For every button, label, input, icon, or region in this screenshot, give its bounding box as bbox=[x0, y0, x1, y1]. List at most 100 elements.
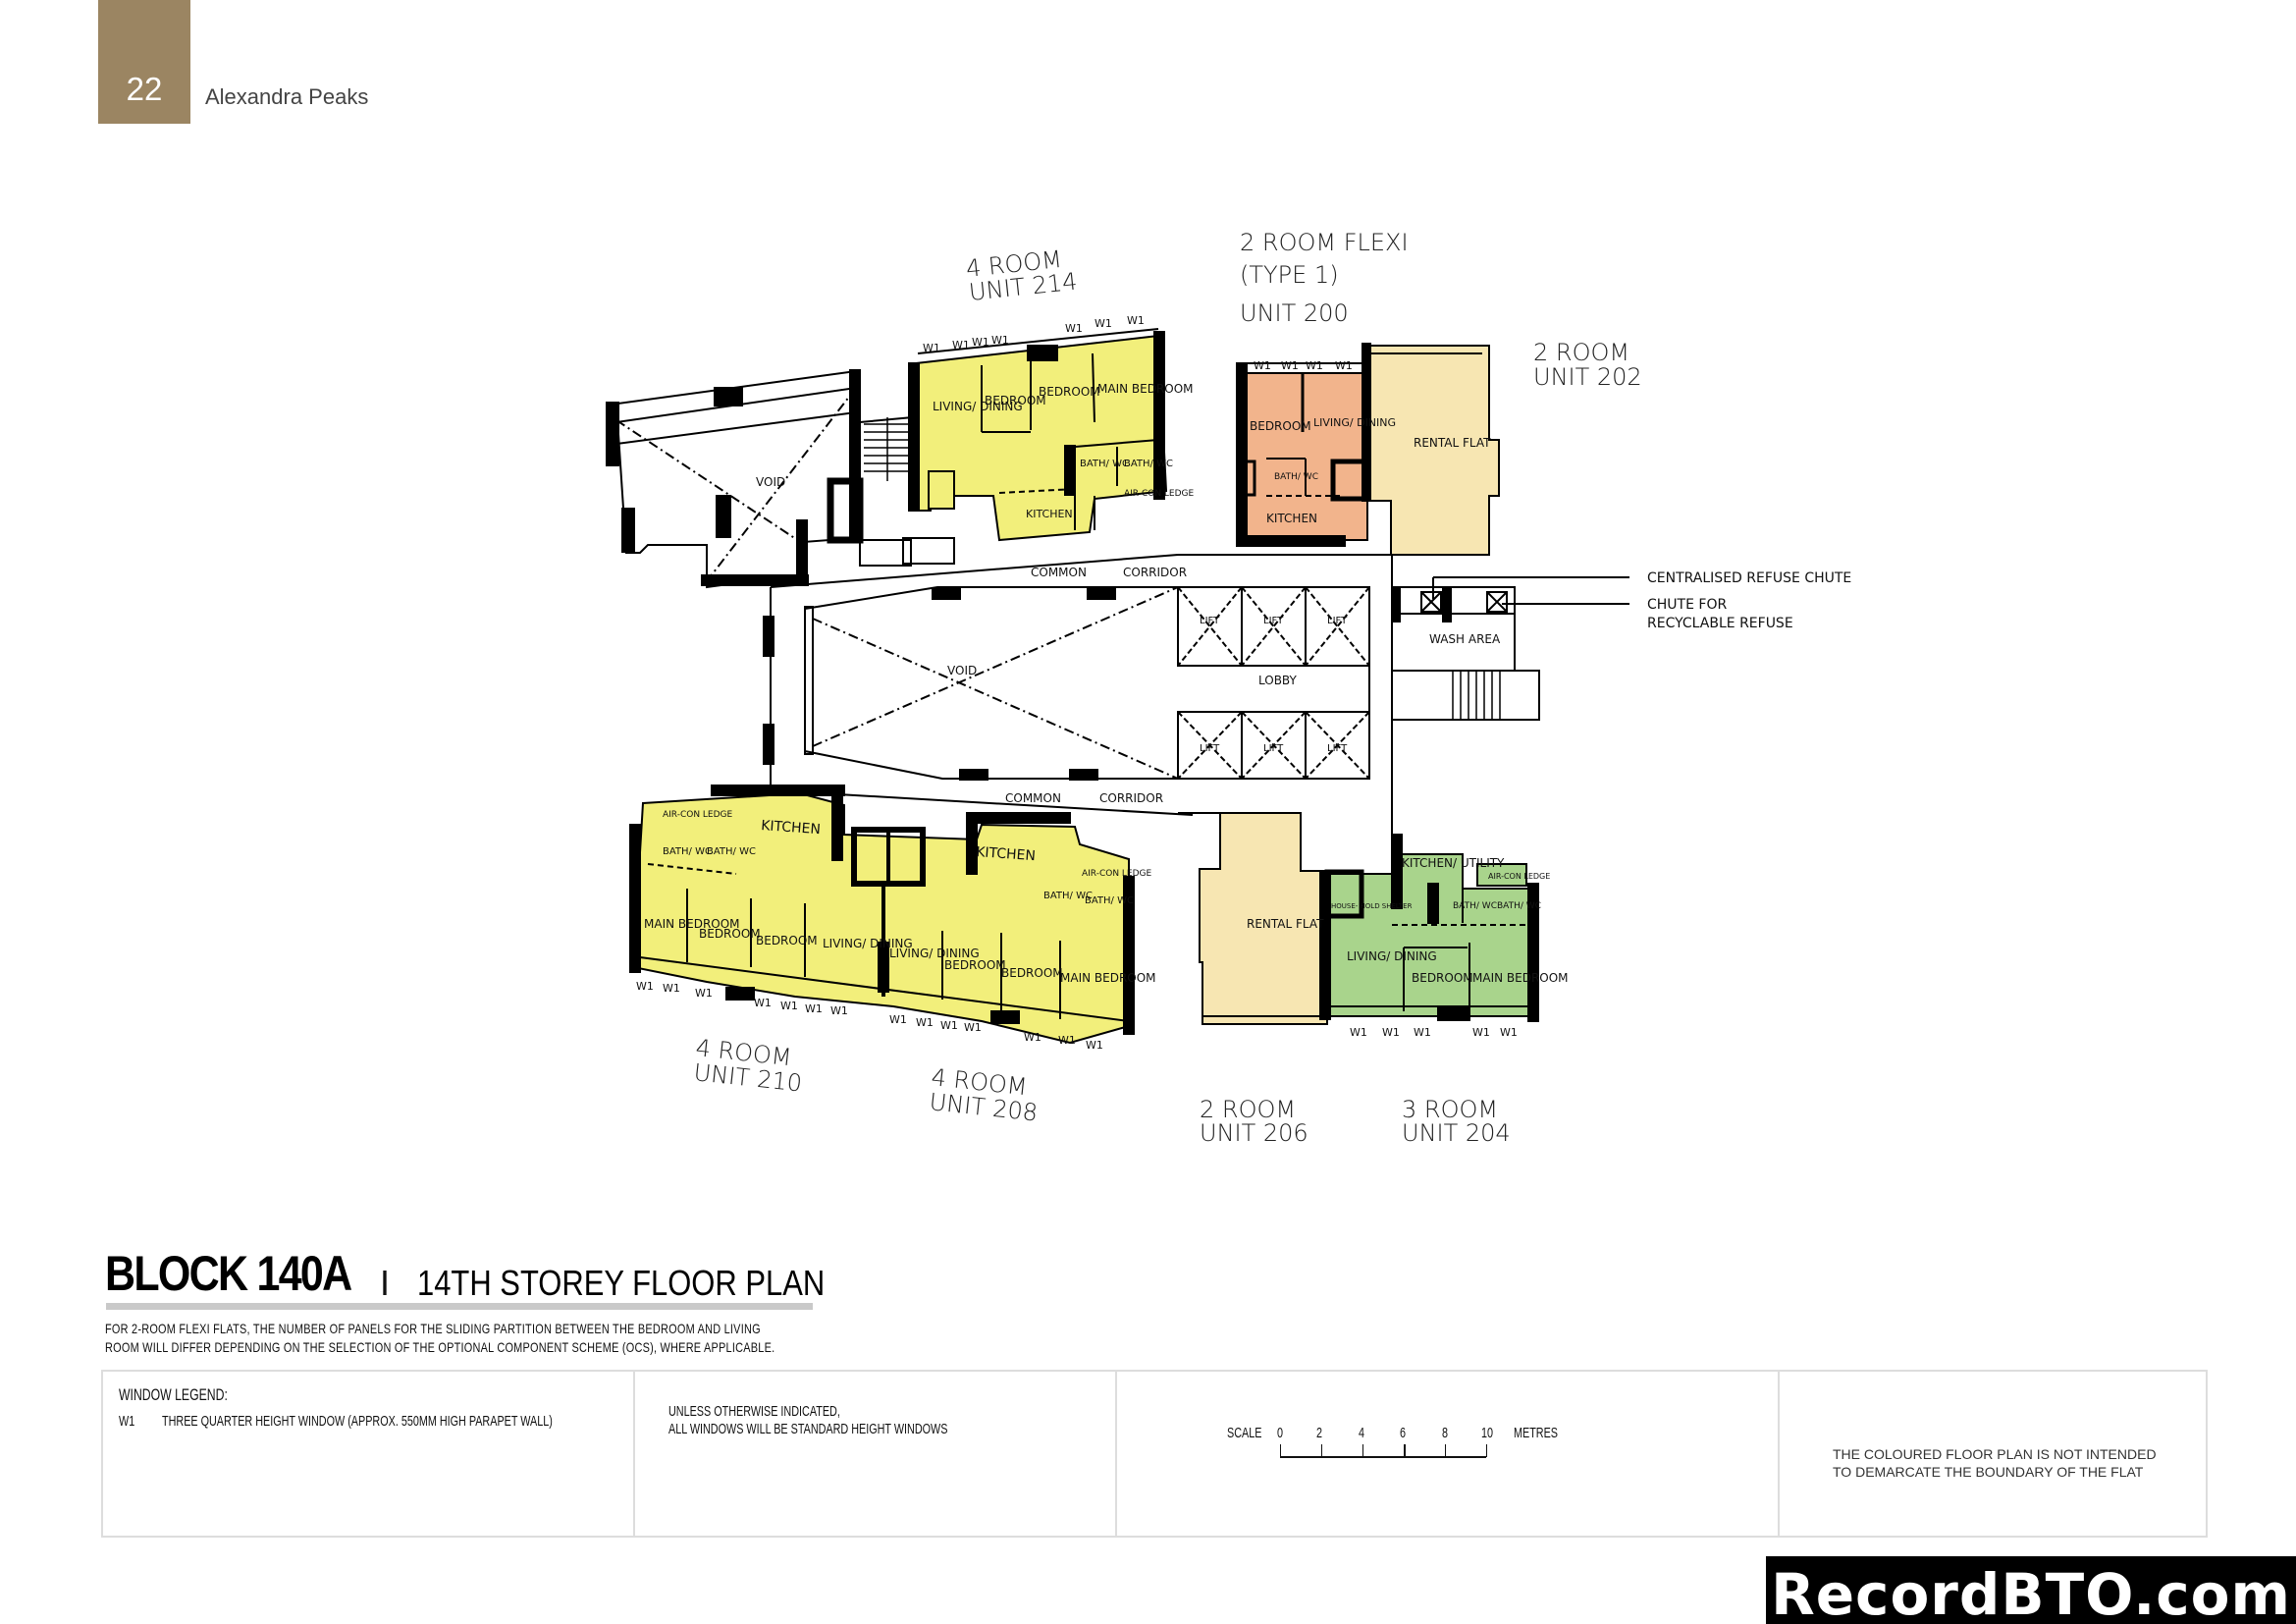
title-block: BLOCK 140A I 14TH STOREY FLOOR PLAN bbox=[105, 1245, 825, 1303]
room-kitchen: KITCHEN bbox=[761, 818, 822, 838]
unit-214-shape bbox=[908, 328, 1168, 542]
lift-label: LIFT bbox=[1263, 616, 1284, 626]
room-kitchen: KITCHEN bbox=[976, 844, 1037, 864]
window-w1-label: W1 bbox=[972, 336, 989, 349]
note-line-2: ROOM WILL DIFFER DEPENDING ON THE SELECT… bbox=[105, 1339, 775, 1355]
room-bath-wc: BATH/ WC bbox=[663, 846, 712, 857]
units-210-208-shape bbox=[629, 785, 1135, 1045]
room-bath-wc: BATH/ WC bbox=[707, 846, 756, 857]
room-main-bedroom: MAIN BEDROOM bbox=[1472, 971, 1569, 985]
window-w1-label: W1 bbox=[1500, 1026, 1518, 1039]
window-w1-label: W1 bbox=[991, 334, 1009, 347]
window-legend-heading: WINDOW LEGEND: bbox=[119, 1385, 228, 1404]
void-label-center: VOID bbox=[947, 664, 977, 677]
rental-flat-206-shape bbox=[1178, 812, 1328, 1025]
room-bath-wc: BATH/ WC bbox=[1274, 472, 1318, 482]
central-core bbox=[763, 554, 1629, 854]
window-w1-label: W1 bbox=[695, 987, 713, 1000]
legend-table: WINDOW LEGEND: W1 THREE QUARTER HEIGHT W… bbox=[101, 1370, 2208, 1538]
unit-200-subtype-label: (TYPE 1) bbox=[1240, 261, 1339, 289]
room-bedroom: BEDROOM bbox=[1412, 971, 1473, 985]
scale-tick-4: 4 bbox=[1359, 1425, 1365, 1441]
recordbto-watermark: RecordBTO.com bbox=[1766, 1556, 2296, 1624]
project-name: Alexandra Peaks bbox=[205, 84, 369, 109]
refuse-chute-callout: CENTRALISED REFUSE CHUTE bbox=[1647, 570, 1851, 586]
room-living-dining: LIVING/ DINING bbox=[933, 400, 1023, 413]
window-w1-label: W1 bbox=[916, 1016, 934, 1029]
disclaimer-line-1: THE COLOURED FLOOR PLAN IS NOT INTENDED bbox=[1833, 1446, 2157, 1462]
room-rental-flat: RENTAL FLAT bbox=[1414, 436, 1491, 450]
wash-area-label: WASH AREA bbox=[1429, 632, 1501, 646]
standard-window-cell: UNLESS OTHERWISE INDICATED, ALL WINDOWS … bbox=[635, 1372, 1117, 1536]
flexi-flat-note: FOR 2-ROOM FLEXI FLATS, THE NUMBER OF PA… bbox=[105, 1320, 774, 1357]
page-number-badge bbox=[98, 0, 190, 124]
window-w1-label: W1 bbox=[1414, 1026, 1431, 1039]
window-w1-label: W1 bbox=[1127, 314, 1145, 327]
room-bedroom: BEDROOM bbox=[699, 927, 761, 941]
unit-206-type-label: 2 ROOM bbox=[1200, 1096, 1296, 1123]
window-w1-label: W1 bbox=[1086, 1039, 1103, 1052]
room-bedroom: BEDROOM bbox=[1001, 966, 1063, 980]
scale-cell: SCALE 0 2 4 6 8 10 METRES bbox=[1117, 1372, 1780, 1536]
title-underline bbox=[106, 1303, 813, 1310]
window-w1-label: W1 bbox=[754, 997, 772, 1009]
window-w1-label: W1 bbox=[889, 1013, 907, 1026]
scale-tick-6: 6 bbox=[1400, 1425, 1407, 1441]
standard-window-line-2: ALL WINDOWS WILL BE STANDARD HEIGHT WIND… bbox=[668, 1421, 948, 1437]
window-w1-label: W1 bbox=[1306, 359, 1323, 372]
window-w1-label: W1 bbox=[780, 1000, 798, 1012]
room-kitchen: KITCHEN bbox=[1266, 512, 1317, 525]
block-title: BLOCK 140A bbox=[105, 1246, 352, 1301]
room-bedroom: BEDROOM bbox=[1039, 385, 1100, 399]
window-w1-label: W1 bbox=[636, 980, 654, 993]
scale-label: SCALE bbox=[1227, 1425, 1262, 1441]
room-main-bedroom: MAIN BEDROOM bbox=[1097, 382, 1194, 396]
unit-204-number-label: UNIT 204 bbox=[1402, 1119, 1511, 1147]
lift-label: LIFT bbox=[1263, 743, 1284, 754]
room-bath-wc: BATH/ WC bbox=[1080, 459, 1129, 469]
scale-tick-2: 2 bbox=[1316, 1425, 1323, 1441]
w1-code: W1 bbox=[119, 1413, 135, 1430]
window-w1-label: W1 bbox=[940, 1019, 958, 1032]
window-w1-label: W1 bbox=[1350, 1026, 1367, 1039]
window-w1-label: W1 bbox=[923, 342, 940, 354]
room-aircon-ledge: AIR-CON LEDGE bbox=[663, 810, 733, 820]
window-w1-label: W1 bbox=[1095, 317, 1112, 330]
lift-label: LIFT bbox=[1327, 743, 1348, 754]
window-legend-cell: WINDOW LEGEND: W1 THREE QUARTER HEIGHT W… bbox=[103, 1372, 635, 1536]
disclaimer-line-2: TO DEMARCATE THE BOUNDARY OF THE FLAT bbox=[1833, 1464, 2144, 1480]
window-w1-label: W1 bbox=[1472, 1026, 1490, 1039]
room-bath-wc: BATH/ WC bbox=[1043, 891, 1093, 901]
room-rental-flat: RENTAL FLAT bbox=[1247, 917, 1324, 931]
room-bedroom: BEDROOM bbox=[1250, 419, 1311, 433]
scale-bar: 0 2 4 6 8 10 bbox=[1277, 1425, 1513, 1464]
disclaimer-cell: THE COLOURED FLOOR PLAN IS NOT INTENDED … bbox=[1780, 1372, 2206, 1536]
room-living-dining: LIVING/ DINING bbox=[823, 937, 913, 950]
rental-flat-202-shape bbox=[1362, 343, 1500, 556]
window-w1-label: W1 bbox=[1382, 1026, 1400, 1039]
scale-tick-10: 10 bbox=[1481, 1425, 1494, 1441]
window-w1-label: W1 bbox=[805, 1002, 823, 1015]
common-label-bottom: COMMON bbox=[1005, 791, 1061, 805]
lift-label: LIFT bbox=[1327, 616, 1348, 626]
window-w1-label: W1 bbox=[1281, 359, 1299, 372]
room-living-dining: LIVING/ DINING bbox=[1313, 416, 1396, 429]
room-household-shelter: HOUSE- HOLD SHELTER bbox=[1331, 902, 1413, 910]
window-w1-label: W1 bbox=[830, 1004, 848, 1017]
room-main-bedroom: MAIN BEDROOM bbox=[1060, 971, 1156, 985]
scale-tick-8: 8 bbox=[1442, 1425, 1449, 1441]
room-bedroom: BEDROOM bbox=[756, 934, 818, 947]
left-void-structure bbox=[606, 369, 955, 589]
room-main-bedroom: MAIN BEDROOM bbox=[644, 917, 740, 931]
room-living-dining: LIVING/ DINING bbox=[889, 947, 980, 960]
window-w1-label: W1 bbox=[1335, 359, 1353, 372]
room-bath-wc: BATH/ WC bbox=[1085, 895, 1134, 906]
room-aircon-ledge: AIR-CON LEDGE bbox=[1082, 869, 1152, 879]
room-aircon-ledge: AIR-CON LEDGE bbox=[1124, 489, 1195, 499]
standard-window-line-1: UNLESS OTHERWISE INDICATED, bbox=[668, 1403, 840, 1420]
unit-204-type-label: 3 ROOM bbox=[1402, 1096, 1498, 1123]
recycle-chute-callout-line2: RECYCLABLE REFUSE bbox=[1647, 616, 1793, 631]
window-w1-label: W1 bbox=[1254, 359, 1271, 372]
unit-202-number-label: UNIT 202 bbox=[1533, 363, 1642, 391]
unit-200-number-label: UNIT 200 bbox=[1240, 299, 1349, 327]
